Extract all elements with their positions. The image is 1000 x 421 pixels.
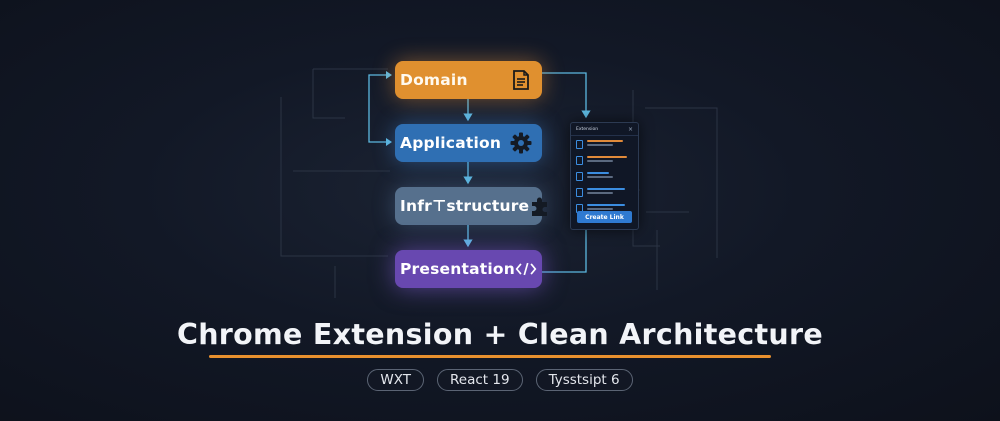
page-title: Chrome Extension + Clean Architecture	[177, 318, 823, 351]
arrowhead-left-top	[386, 71, 392, 79]
code-icon	[515, 258, 537, 280]
line-presentation-popup	[542, 230, 587, 273]
layer-domain-label: Domain	[400, 71, 468, 89]
tag-wxt: WXT	[367, 369, 425, 391]
tag-react: React 19	[437, 369, 523, 391]
file-icon	[576, 188, 583, 197]
popup-list-item[interactable]	[571, 152, 638, 168]
file-icon	[576, 156, 583, 165]
arrow-domain-popup	[542, 72, 591, 119]
arrow-loop-left	[368, 74, 390, 143]
layer-infrastructure: Infr⊤structure	[395, 187, 548, 225]
file-icon	[576, 140, 583, 149]
extension-popup: Extension × Create Link	[570, 122, 639, 230]
popup-header: Extension ×	[571, 123, 638, 136]
tech-tags: WXT React 19 Tysstsipt 6	[0, 369, 1000, 391]
popup-title: Extension	[576, 126, 599, 132]
title-underline	[209, 355, 771, 358]
arrowhead-left-bottom	[386, 138, 392, 146]
layer-presentation-label: Presentation	[400, 260, 515, 278]
popup-list-item[interactable]	[571, 136, 638, 152]
tag-typescript: Tysstsipt 6	[535, 369, 633, 391]
layer-application-label: Application	[400, 134, 502, 152]
document-icon	[510, 69, 532, 91]
puzzle-icon	[529, 195, 551, 217]
layer-presentation: Presentation	[395, 250, 542, 288]
gear-icon	[510, 132, 532, 154]
popup-list-item[interactable]	[571, 168, 638, 184]
layer-domain: Domain	[395, 61, 542, 99]
layer-application: Application	[395, 124, 542, 162]
close-icon[interactable]: ×	[627, 125, 633, 133]
create-link-button[interactable]: Create Link	[577, 211, 632, 223]
file-icon	[576, 172, 583, 181]
layer-infrastructure-label: Infr⊤structure	[400, 197, 530, 215]
popup-list-item[interactable]	[571, 184, 638, 200]
flow-arrows	[368, 72, 591, 273]
